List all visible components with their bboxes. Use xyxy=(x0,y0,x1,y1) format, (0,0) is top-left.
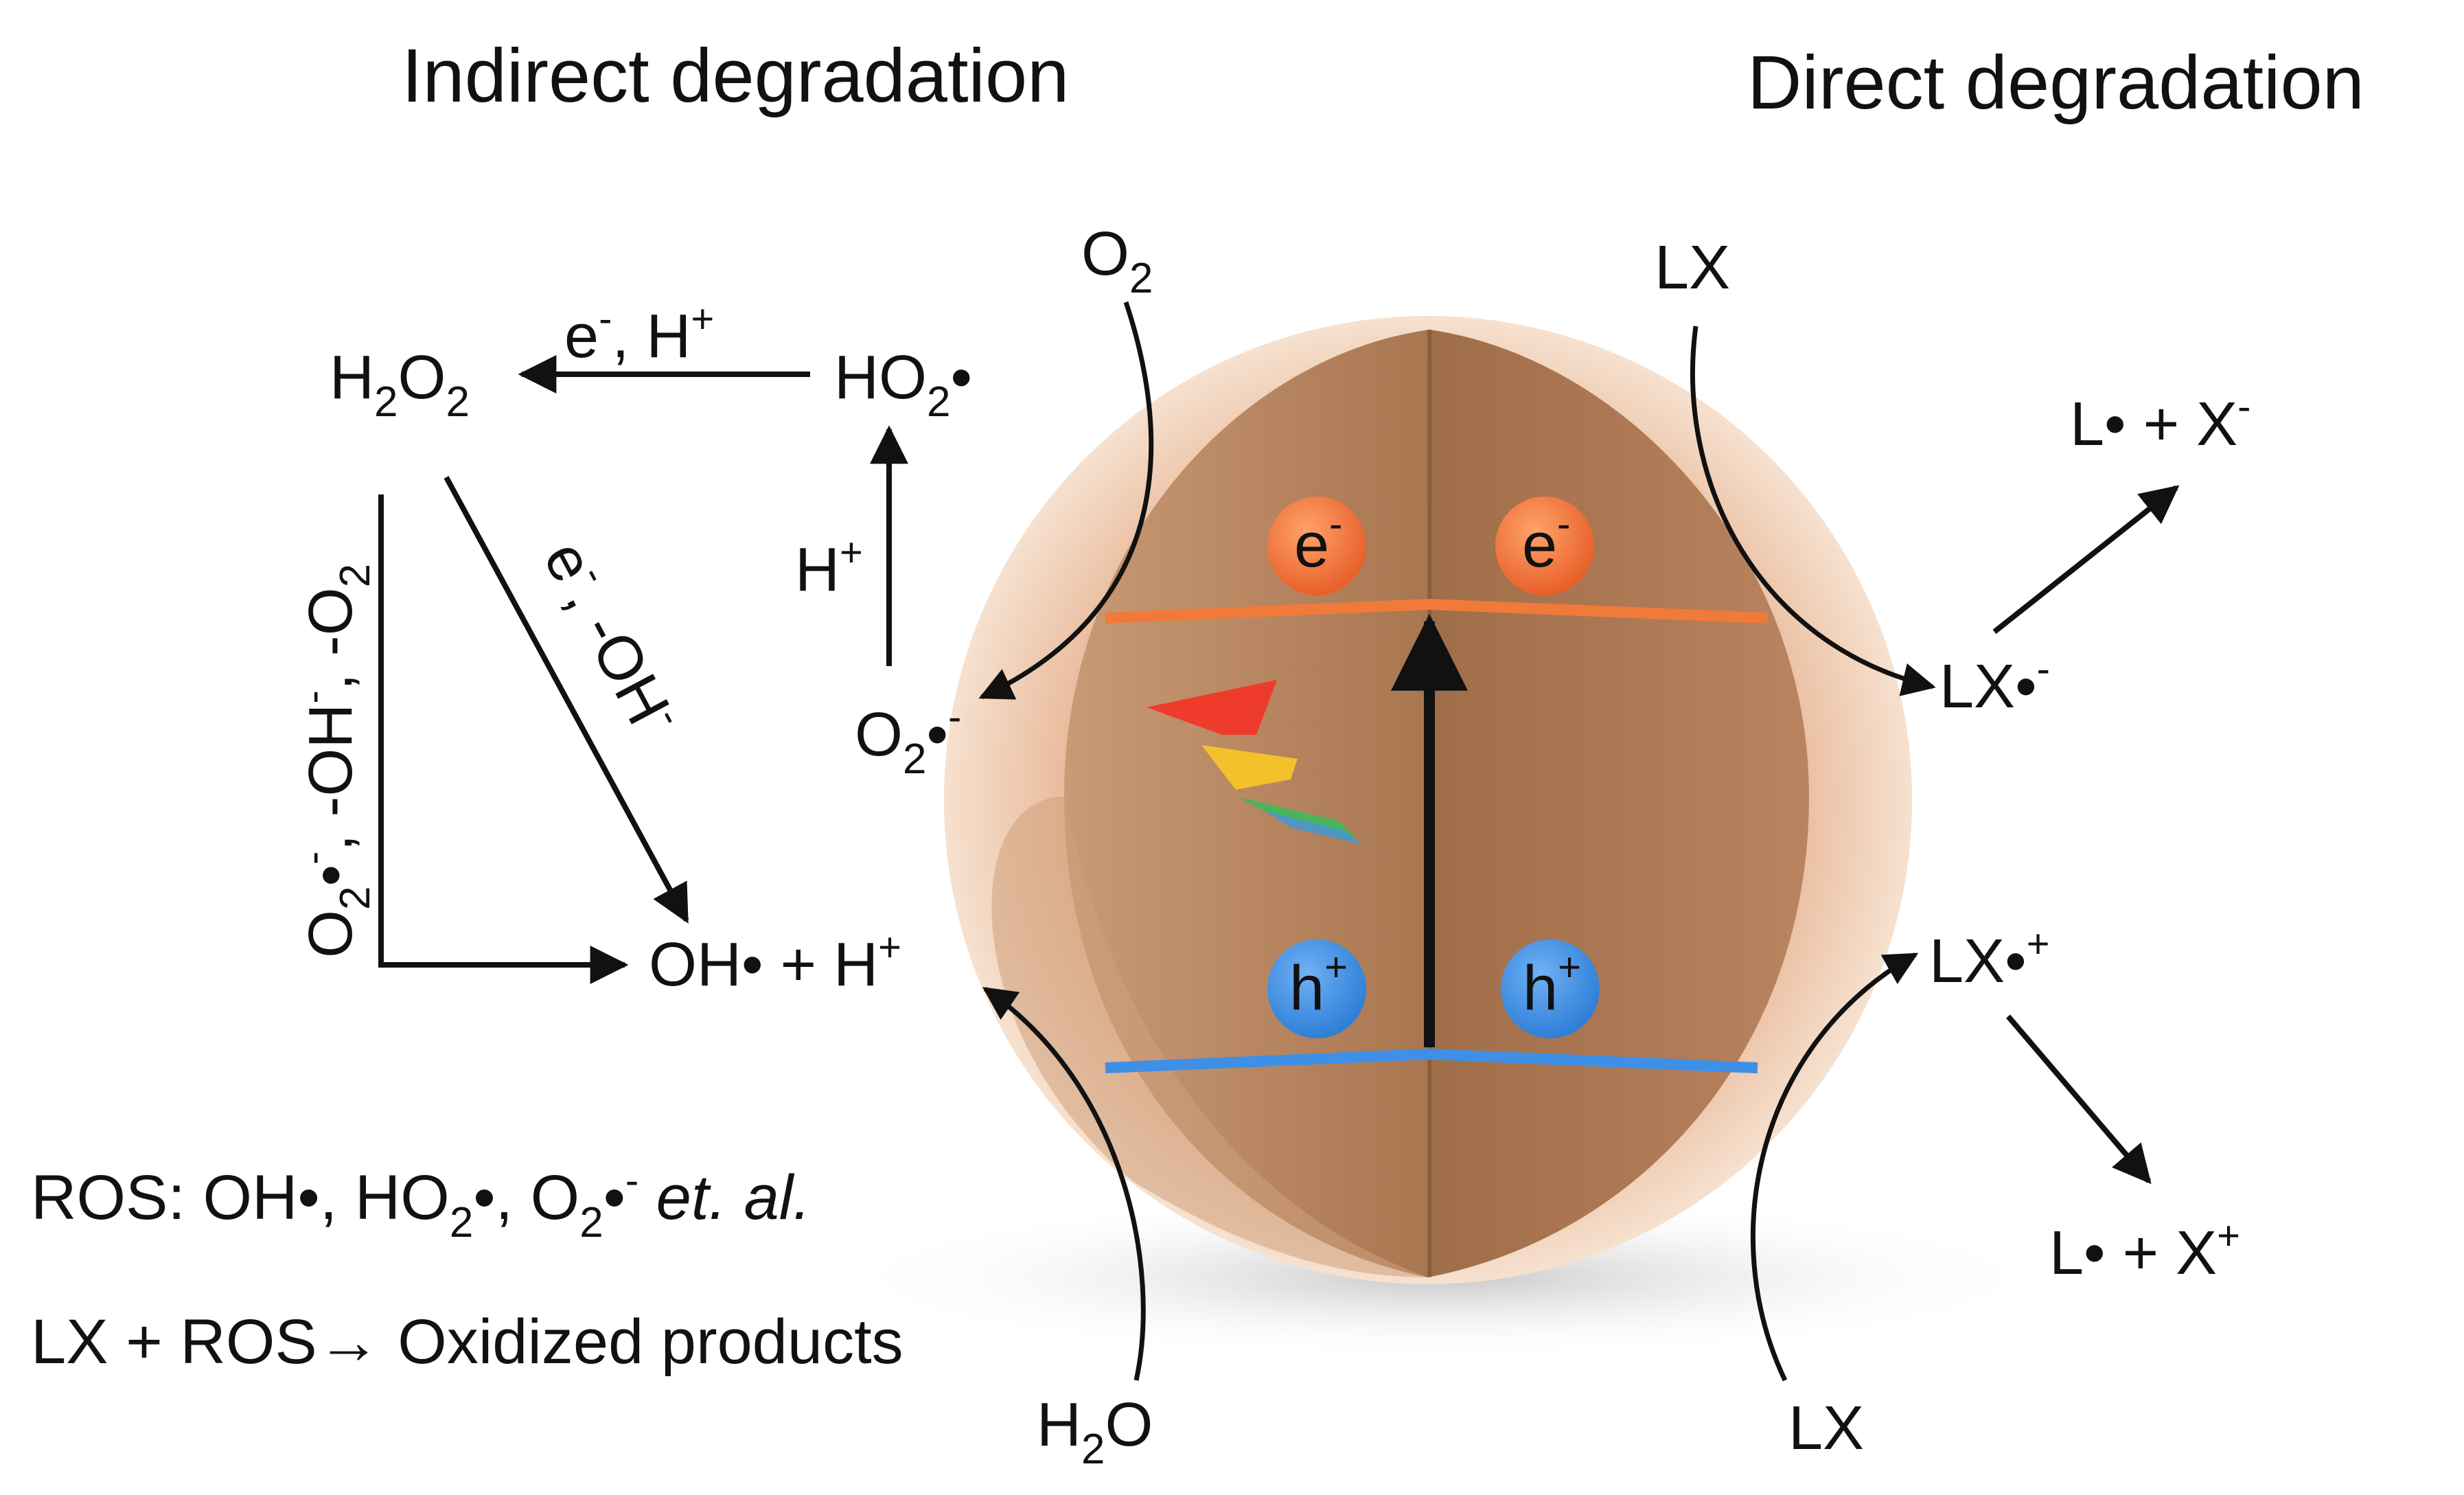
species-lx-bottom: LX xyxy=(1788,1394,1864,1463)
species-products-top: L• + X- xyxy=(2070,385,2251,459)
svg-text:e-: e- xyxy=(1294,502,1343,580)
title-indirect: Indirect degradation xyxy=(402,34,1069,118)
label-h2o2-to-oh: e-, -OH- xyxy=(530,528,693,747)
species-h2o2: H2O2 xyxy=(330,343,470,426)
arrow-o2-to-superoxide xyxy=(978,301,1154,700)
arrow-h2o-to-oh xyxy=(982,987,1146,1381)
reaction-note: LX + ROS→ Oxidized products xyxy=(31,1307,903,1377)
svg-text:h+: h+ xyxy=(1289,945,1348,1023)
particle-left-lobe xyxy=(991,797,1428,1277)
valence-band xyxy=(1105,1048,1758,1073)
label-ho2-to-h2o2: e-, H+ xyxy=(564,297,714,371)
ros-note: ROS: OH•, HO2•, O2•- et. al. xyxy=(31,1159,811,1246)
species-oh-plus-h: OH• + H+ xyxy=(649,925,901,999)
title-direct: Direct degradation xyxy=(1747,41,2364,125)
species-superoxide: O2•- xyxy=(855,695,961,783)
label-h2o2-vertical: O2•-, -OH-, -O2 xyxy=(291,564,379,958)
electron-right: e- xyxy=(1495,497,1594,595)
species-lx-cation: LX•+ xyxy=(1929,922,2049,996)
species-products-bottom: L• + X+ xyxy=(2049,1213,2240,1288)
light-bolt-icon xyxy=(1147,680,1363,845)
conduction-band xyxy=(1105,598,1769,624)
species-h2o: H2O xyxy=(1037,1391,1153,1473)
species-lx-top: LX xyxy=(1655,233,1730,302)
arrow-cation-to-products xyxy=(2005,1014,2152,1185)
arrow-h2o2-vertical xyxy=(378,494,629,984)
svg-text:e-: e- xyxy=(1522,502,1571,580)
electron-left: e- xyxy=(1267,497,1366,595)
label-o2-to-ho2: H+ xyxy=(795,530,863,604)
species-lx-anion: LX•- xyxy=(1939,647,2050,721)
species-ho2-radical: HO2• xyxy=(834,343,972,426)
arrow-lx-to-cation xyxy=(1750,952,1919,1382)
arrow-anion-to-products xyxy=(1992,485,2180,635)
species-o2-top: O2 xyxy=(1081,220,1153,302)
arrow-lx-to-anion xyxy=(1690,326,1936,696)
arrow-h2o2-to-oh xyxy=(444,476,689,924)
hole-left: h+ xyxy=(1267,939,1366,1038)
hole-right: h+ xyxy=(1501,939,1600,1038)
svg-text:h+: h+ xyxy=(1523,945,1581,1023)
